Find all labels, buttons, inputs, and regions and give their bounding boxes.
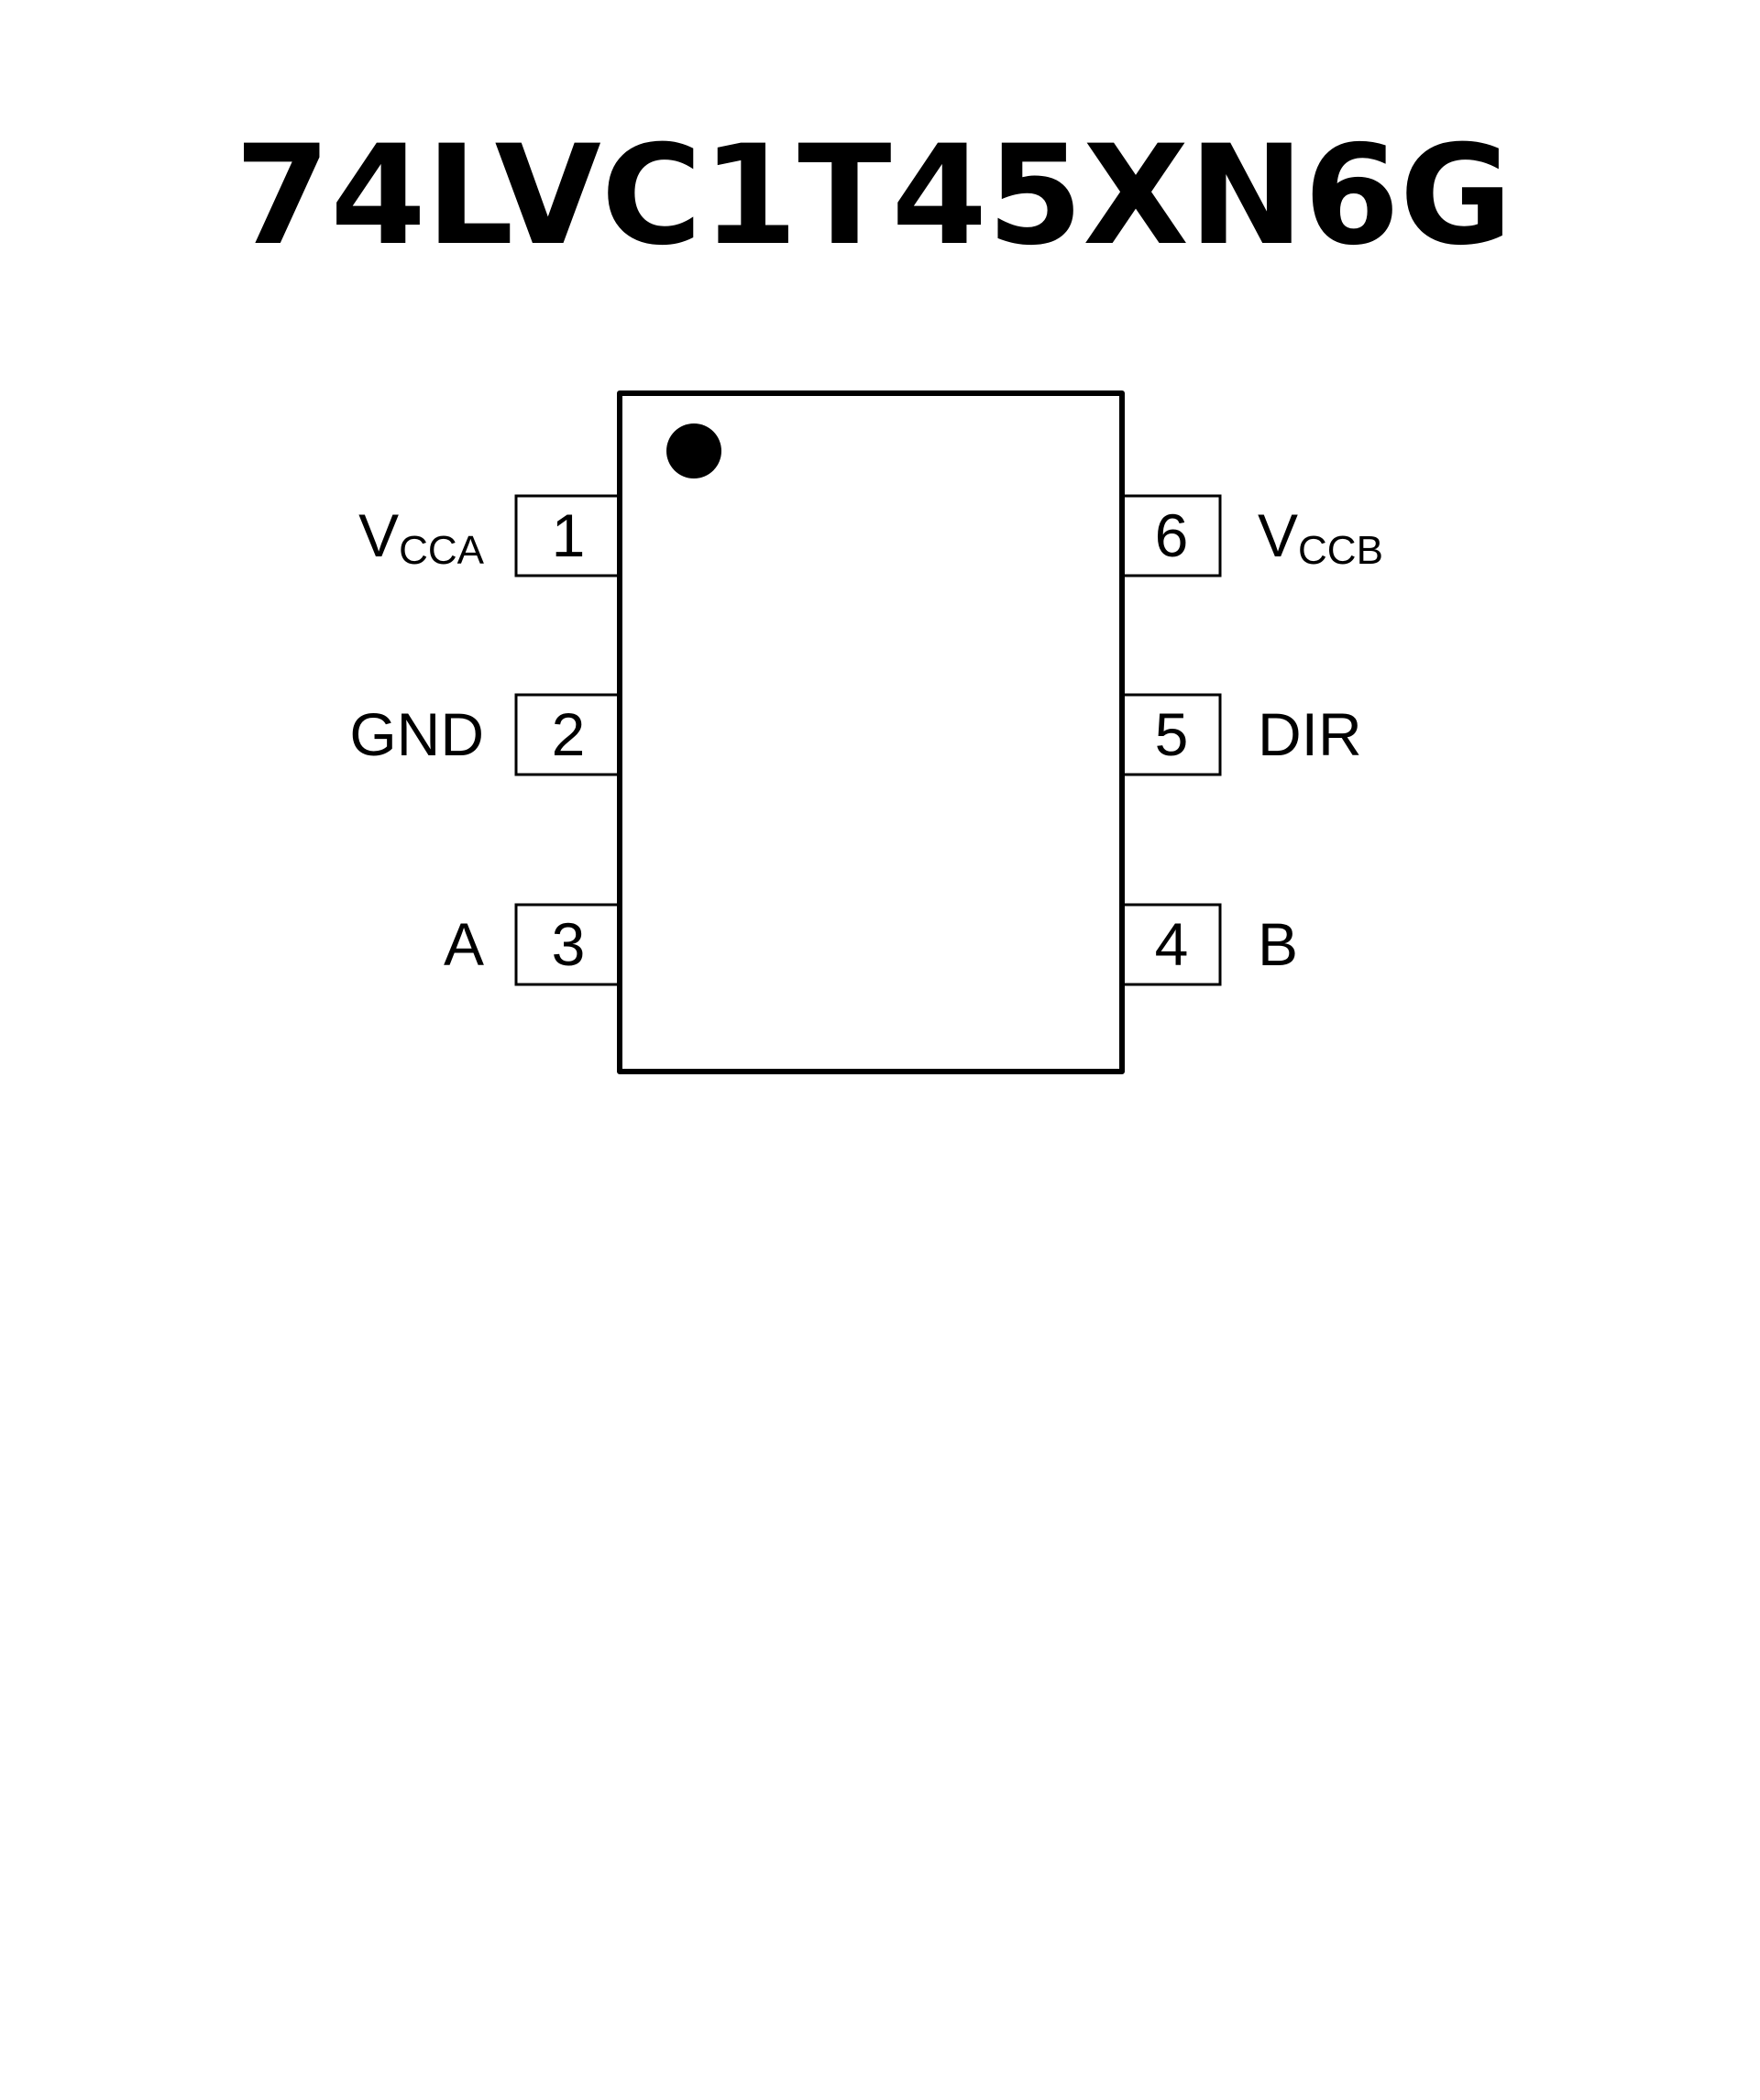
label-subscript: CCA	[399, 528, 485, 573]
pin-number: 2	[552, 700, 586, 768]
pin-3	[514, 903, 622, 986]
pin-label-dir: DIR	[1258, 700, 1362, 768]
pin-number: 6	[1155, 501, 1189, 569]
pin-label-vccb: VCCB	[1258, 501, 1383, 573]
label-main: V	[1258, 501, 1298, 569]
pin1-marker-dot	[666, 423, 721, 478]
pin-label-b: B	[1258, 910, 1298, 978]
pin-label-vcca: VCCA	[358, 501, 485, 573]
pin-4	[1120, 903, 1222, 986]
pin-5	[1120, 693, 1222, 776]
pin-number: 5	[1155, 700, 1189, 768]
label-main: V	[358, 501, 399, 569]
pin-number: 4	[1155, 910, 1189, 978]
pin-number: 1	[552, 501, 586, 569]
part-number-title: 74LVC1T45XN6G	[235, 116, 1512, 276]
pin-label-a: A	[444, 910, 484, 978]
label-subscript: CCB	[1298, 528, 1383, 573]
pin-1	[514, 494, 622, 577]
pin-label-gnd: GND	[349, 700, 484, 768]
pin-2	[514, 693, 622, 776]
ic-body	[617, 390, 1125, 1074]
pin-number: 3	[552, 910, 586, 978]
